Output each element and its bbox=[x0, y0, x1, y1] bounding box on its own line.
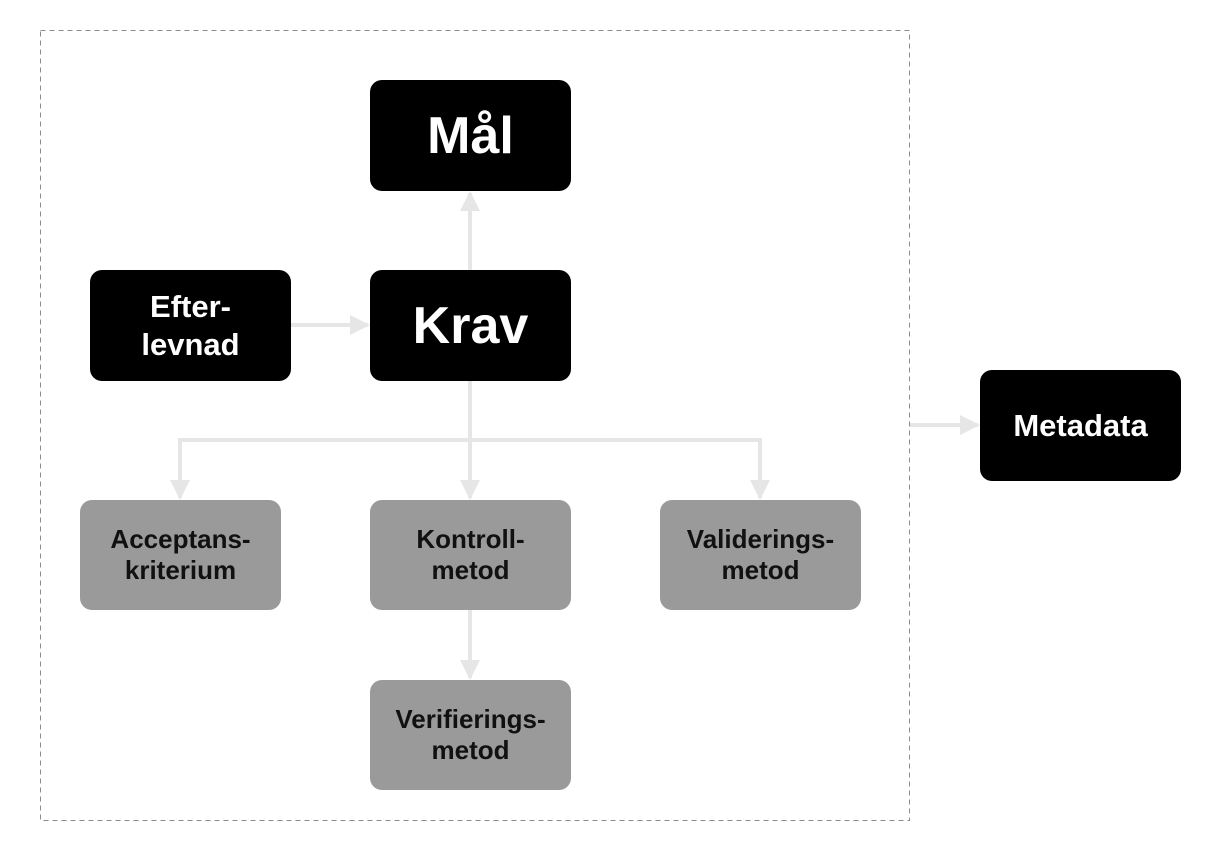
arrow-krav-to-acceptanskriterium bbox=[170, 438, 470, 500]
node-metadata: Metadata bbox=[980, 370, 1181, 481]
node-efterlevnad-label: Efter- levnad bbox=[141, 289, 240, 362]
node-krav: Krav bbox=[370, 270, 571, 381]
arrow-krav-to-valideringsmetod bbox=[470, 438, 770, 500]
node-acceptanskriterium-label: Acceptans- kriterium bbox=[110, 523, 251, 585]
node-kontrollmetod-label: Kontroll- metod bbox=[416, 523, 525, 585]
node-verifieringsmetod-label: Verifierings- metod bbox=[395, 703, 546, 765]
node-valideringsmetod-label: Validerings- metod bbox=[686, 523, 835, 585]
node-efterlevnad: Efter- levnad bbox=[90, 270, 291, 381]
node-mal-label: Mål bbox=[427, 106, 514, 165]
node-kontrollmetod: Kontroll- metod bbox=[370, 500, 571, 610]
node-krav-label: Krav bbox=[412, 296, 529, 355]
node-metadata-label: Metadata bbox=[1013, 407, 1148, 443]
node-verifieringsmetod: Verifierings- metod bbox=[370, 680, 571, 790]
node-valideringsmetod: Validerings- metod bbox=[660, 500, 861, 610]
node-acceptanskriterium: Acceptans- kriterium bbox=[80, 500, 281, 610]
diagram-boundary-frame bbox=[40, 30, 910, 821]
node-mal: Mål bbox=[370, 80, 571, 191]
